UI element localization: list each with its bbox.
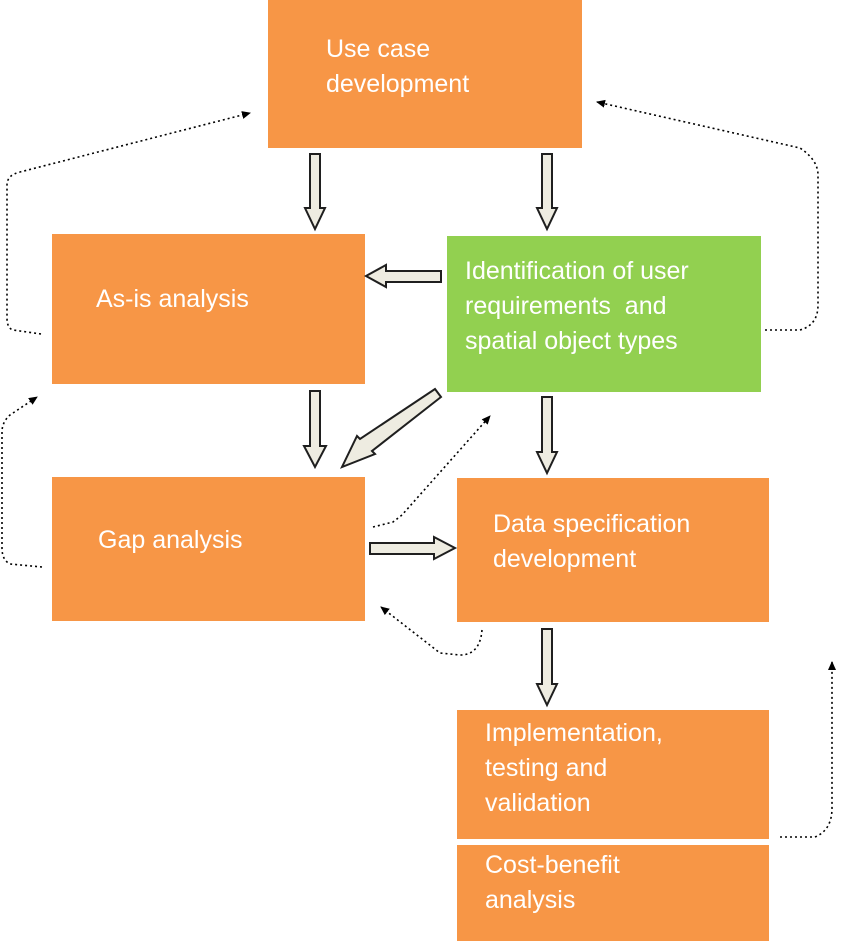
identification-line-2: requirements and — [465, 292, 667, 320]
as-is-box — [52, 234, 365, 384]
arrow-use-case-to-as-is — [303, 153, 327, 232]
data-spec-line-2: development — [493, 545, 637, 573]
dotted-arrow-as-is-to-use-case — [6, 111, 251, 335]
identification-line-1: Identification of user — [465, 257, 689, 285]
implementation-box — [457, 710, 769, 839]
identification-line-3: spatial object types — [465, 327, 678, 355]
identification-label: Identification of user requirements and … — [465, 254, 689, 359]
use-case-line-1: Use case — [326, 35, 431, 63]
dotted-arrow-data-spec-to-gap — [380, 606, 483, 656]
dotted-arrow-gap-to-as-is — [1, 396, 43, 568]
data-spec-line-1: Data specification — [493, 510, 691, 538]
implementation-line-2: testing and — [485, 754, 608, 782]
arrow-identification-to-data-spec — [535, 396, 559, 476]
arrow-data-spec-to-implementation — [535, 628, 559, 708]
dotted-arrow-implementation-to-data-spec — [780, 661, 836, 838]
as-is-label: As-is analysis — [96, 282, 249, 317]
arrow-gap-to-data-spec — [369, 535, 458, 561]
gap-label: Gap analysis — [98, 523, 243, 558]
dotted-arrow-gap-to-identification — [372, 415, 491, 528]
identification-box — [447, 236, 761, 392]
implementation-line-3: validation — [485, 789, 591, 817]
cost-benefit-line-1: Cost-benefit — [485, 851, 620, 879]
use-case-line-2: development — [326, 70, 470, 98]
implementation-label: Implementation, testing and validation — [485, 716, 663, 821]
arrow-identification-to-as-is — [363, 263, 442, 289]
use-case-box — [268, 0, 582, 148]
gap-line-1: Gap analysis — [98, 526, 243, 554]
implementation-line-1: Implementation, — [485, 719, 663, 747]
data-spec-box — [457, 478, 769, 622]
cost-benefit-box — [457, 845, 769, 941]
arrow-identification-to-gap — [339, 387, 443, 469]
gap-box — [52, 477, 365, 621]
arrow-use-case-to-identification — [535, 153, 559, 232]
as-is-line-1: As-is analysis — [96, 285, 249, 313]
cost-benefit-line-2: analysis — [485, 886, 576, 914]
cost-benefit-label: Cost-benefit analysis — [485, 848, 620, 918]
arrow-as-is-to-gap — [302, 390, 328, 470]
use-case-label: Use case development — [326, 32, 469, 102]
data-spec-label: Data specification development — [493, 507, 690, 577]
